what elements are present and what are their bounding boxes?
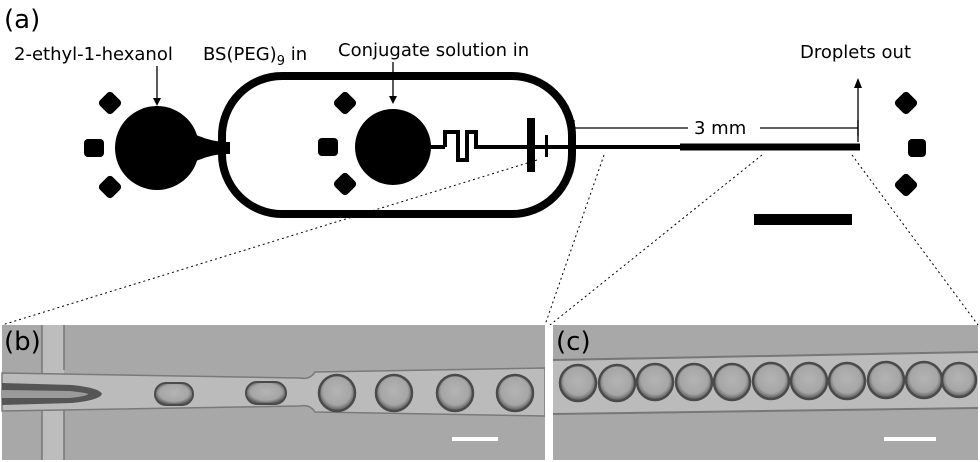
droplet-c — [751, 361, 791, 401]
droplet-b — [374, 373, 414, 413]
bs-peg-inlet-label: BS(PEG)9 in — [203, 44, 307, 69]
droplet-c — [558, 363, 598, 403]
droplet-c — [789, 361, 829, 401]
panel-a-label: (a) — [4, 5, 40, 35]
oil-inlet-chamber — [84, 91, 230, 199]
droplet-b-plug — [245, 381, 287, 405]
panel-b: (b) — [1, 325, 546, 460]
dimension-label: 3 mm — [694, 118, 746, 139]
outlet-posts — [894, 91, 926, 197]
panel-c: (c) — [552, 325, 979, 460]
droplet-c — [866, 360, 906, 400]
oil-inlet-label: 2-ethyl-1-hexanol — [14, 44, 173, 65]
junction — [505, 118, 565, 172]
panel-c-label: (c) — [556, 327, 591, 357]
droplet-b — [495, 373, 535, 413]
droplet-b — [435, 373, 475, 413]
droplet-c — [904, 360, 944, 400]
panel-divider — [545, 325, 553, 462]
droplets-outlet-label: Droplets out — [800, 42, 911, 63]
scale-bar-a — [754, 214, 852, 225]
outlet-channel — [565, 143, 860, 151]
droplet-c — [827, 361, 867, 401]
droplet-c — [597, 363, 637, 403]
scale-bar-c — [884, 437, 936, 441]
droplet-c — [940, 361, 978, 399]
droplet-b — [317, 373, 357, 413]
panel-a: (a) 2-ethyl-1-hexanol BS(PEG)9 in Conjug… — [1, 5, 979, 326]
scale-bar-b — [452, 437, 498, 441]
droplet-b-plug — [154, 382, 194, 406]
conjugate-inlet-label: Conjugate solution in — [338, 40, 529, 61]
zoom-guides — [1, 154, 979, 326]
serpentine-resistor — [430, 130, 505, 162]
droplet-c — [712, 362, 752, 402]
droplet-c — [674, 362, 714, 402]
droplet-c — [635, 362, 675, 402]
conjugate-inlet-chamber — [318, 91, 431, 196]
panel-b-label: (b) — [4, 327, 41, 357]
dimension-line — [573, 120, 859, 136]
